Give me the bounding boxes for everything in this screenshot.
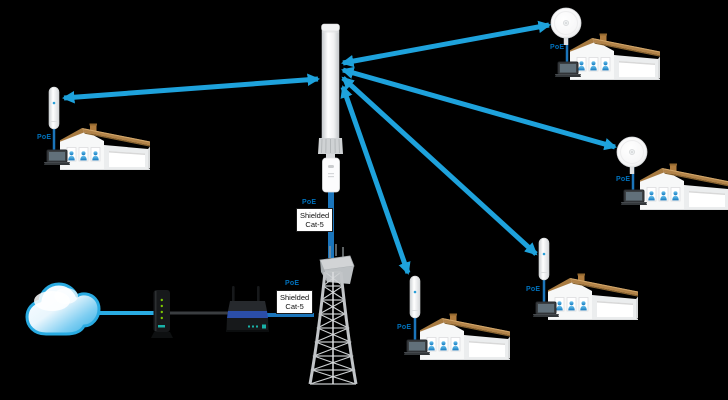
omni-antenna bbox=[318, 23, 343, 158]
internet-cloud bbox=[25, 282, 101, 336]
wifi-router bbox=[226, 286, 269, 332]
poe-label: PoE bbox=[302, 199, 317, 206]
laptop bbox=[532, 301, 560, 318]
poe-radio bbox=[322, 157, 340, 193]
shielded-cat5-line1: Shielded bbox=[300, 211, 330, 220]
cable-modem bbox=[151, 290, 173, 338]
shielded-cat5-line2: Cat-5 bbox=[305, 220, 324, 229]
poe-label: PoE bbox=[526, 286, 541, 293]
cpe-antenna bbox=[409, 275, 421, 319]
shielded-cat5-label: Shielded Cat-5 bbox=[296, 208, 334, 232]
subscriber-house bbox=[548, 274, 638, 321]
poe-label: PoE bbox=[397, 324, 412, 331]
lattice-tower bbox=[308, 244, 358, 385]
poe-label: PoE bbox=[285, 280, 300, 287]
laptop bbox=[403, 339, 431, 356]
subscriber-house bbox=[60, 124, 150, 171]
subscriber-house bbox=[570, 34, 660, 81]
poe-label: PoE bbox=[616, 176, 631, 183]
subscriber-house bbox=[420, 314, 510, 361]
wireless-link-arrow bbox=[340, 85, 411, 275]
cpe-antenna bbox=[48, 86, 60, 130]
shielded-cat5-line1: Shielded bbox=[280, 293, 310, 302]
wireless-links bbox=[62, 20, 617, 275]
shielded-cat5-label: Shielded Cat-5 bbox=[276, 290, 314, 314]
poe-label: PoE bbox=[550, 44, 565, 51]
wireless-link-arrow bbox=[341, 20, 551, 68]
wireless-link-arrow bbox=[62, 73, 320, 104]
laptop bbox=[620, 189, 648, 206]
wireless-link-arrow bbox=[341, 66, 617, 151]
laptop bbox=[43, 149, 71, 166]
dish-antenna bbox=[616, 136, 648, 175]
laptop bbox=[554, 61, 582, 78]
cpe-antenna bbox=[538, 237, 550, 281]
dish-antenna bbox=[550, 7, 582, 46]
subscriber-house bbox=[640, 164, 728, 211]
poe-label: PoE bbox=[37, 134, 52, 141]
shielded-cat5-line2: Cat-5 bbox=[285, 302, 304, 311]
